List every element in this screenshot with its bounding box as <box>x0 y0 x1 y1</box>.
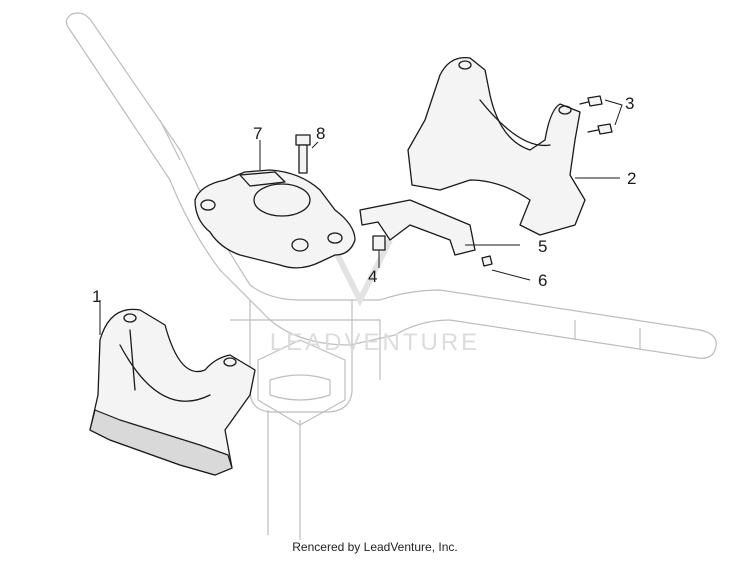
watermark: LEADVENTURE <box>270 238 480 356</box>
part-6-screw <box>481 255 493 267</box>
part-8-bolt <box>295 134 311 174</box>
callout-8: 8 <box>316 124 326 143</box>
callout-4: 4 <box>368 267 378 286</box>
part-7-upper-cover <box>194 169 356 269</box>
part-4-clip-nut <box>372 235 386 251</box>
watermark-text: LEADVENTURE <box>270 329 480 356</box>
callout-7: 7 <box>253 124 263 143</box>
part-3-screws <box>579 95 613 135</box>
callout-6: 6 <box>538 271 548 290</box>
footer-credit: Rencered by LeadVenture, Inc. <box>292 540 458 554</box>
part-2-rear-cover <box>407 56 586 236</box>
callout-5: 5 <box>538 237 548 256</box>
callout-2: 2 <box>627 169 637 188</box>
callout-3: 3 <box>625 94 635 113</box>
callout-1: 1 <box>92 287 102 306</box>
part-1-lower-cover <box>89 308 256 476</box>
handlebar-ghost <box>65 12 717 540</box>
part-5-bracket <box>359 199 476 256</box>
